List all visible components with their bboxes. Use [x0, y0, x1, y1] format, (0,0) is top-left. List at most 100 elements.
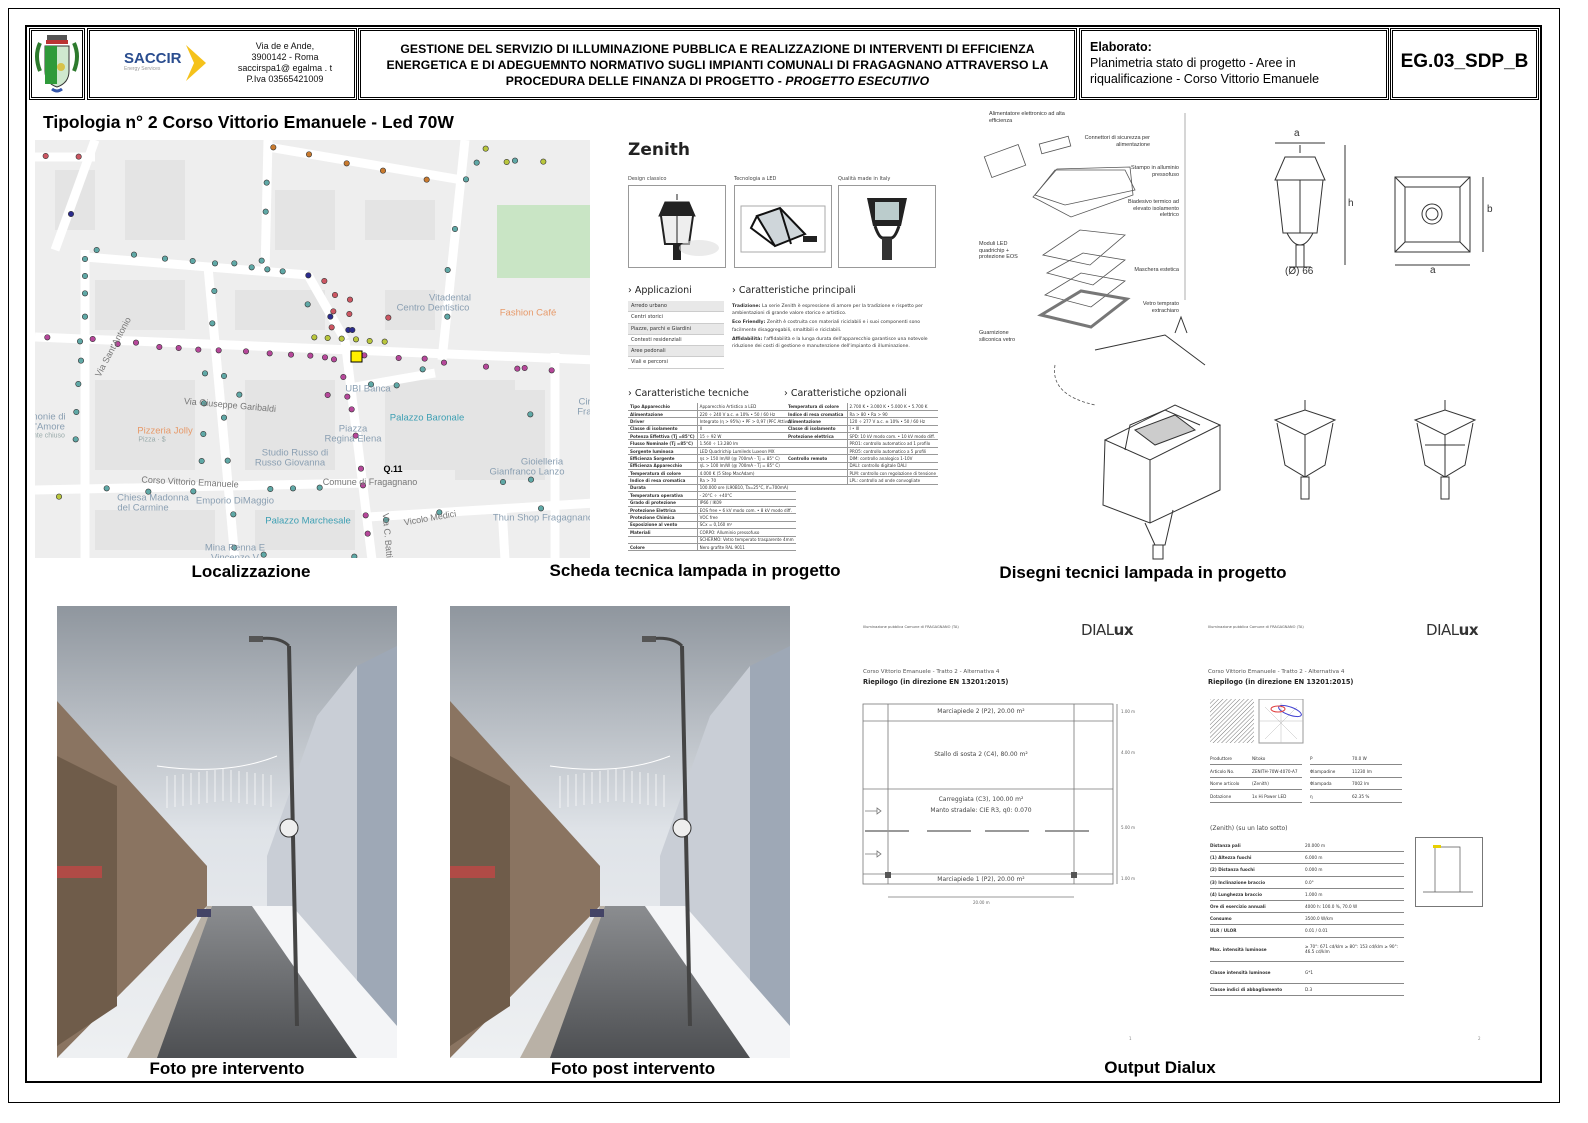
light-point-marker-teal[interactable] — [212, 260, 219, 267]
light-point-marker-teal[interactable] — [231, 260, 238, 267]
light-point-marker-teal[interactable] — [304, 301, 311, 308]
light-point-marker-magenta[interactable] — [514, 365, 521, 372]
light-point-marker-teal[interactable] — [189, 258, 196, 265]
light-point-marker-magenta[interactable] — [266, 350, 273, 357]
light-point-marker-magenta[interactable] — [357, 465, 364, 472]
light-point-marker-teal[interactable] — [231, 544, 238, 551]
light-point-marker-teal[interactable] — [263, 179, 270, 186]
light-point-marker-teal[interactable] — [527, 411, 534, 418]
light-point-marker-teal[interactable] — [76, 338, 83, 345]
light-point-marker-teal[interactable] — [198, 457, 205, 464]
light-point-marker-teal[interactable] — [77, 357, 84, 364]
light-point-marker-teal[interactable] — [382, 516, 389, 523]
light-point-marker-magenta[interactable] — [548, 367, 555, 374]
light-point-marker-magenta[interactable] — [421, 355, 428, 362]
light-point-marker-magenta[interactable] — [359, 482, 366, 489]
light-point-marker-teal[interactable] — [221, 414, 228, 421]
light-point-marker-teal[interactable] — [190, 488, 197, 495]
light-point-marker-teal[interactable] — [81, 290, 88, 297]
light-point-marker-red[interactable] — [346, 296, 353, 303]
light-point-marker-teal[interactable] — [393, 382, 400, 389]
light-point-marker-magenta[interactable] — [395, 355, 402, 362]
light-point-marker-teal[interactable] — [436, 509, 443, 516]
light-point-marker-orange[interactable] — [343, 160, 350, 167]
light-point-marker-teal[interactable] — [75, 381, 82, 388]
light-point-marker-teal[interactable] — [367, 381, 374, 388]
light-point-marker-teal[interactable] — [316, 484, 323, 491]
light-point-marker-teal[interactable] — [444, 267, 451, 274]
light-point-marker-teal[interactable] — [351, 553, 358, 558]
light-point-marker-teal[interactable] — [230, 511, 237, 518]
light-point-marker-teal[interactable] — [462, 176, 469, 183]
light-point-marker-teal[interactable] — [93, 247, 100, 254]
light-point-marker-magenta[interactable] — [156, 344, 163, 351]
light-point-marker-navy[interactable] — [349, 327, 356, 334]
light-point-marker-red[interactable] — [75, 153, 82, 160]
light-point-marker-teal[interactable] — [211, 288, 218, 295]
light-point-marker-magenta[interactable] — [44, 334, 51, 341]
light-point-marker-magenta[interactable] — [440, 359, 447, 366]
light-point-marker-navy[interactable] — [305, 272, 312, 279]
light-point-marker-teal[interactable] — [537, 505, 544, 512]
light-point-marker-magenta[interactable] — [195, 346, 202, 353]
light-point-marker-magenta[interactable] — [288, 351, 295, 358]
light-point-marker-teal[interactable] — [145, 488, 152, 495]
light-point-marker-lime[interactable] — [503, 158, 510, 165]
light-point-marker-orange[interactable] — [423, 176, 430, 183]
light-point-marker-lime[interactable] — [381, 338, 388, 345]
light-point-marker-teal[interactable] — [444, 313, 451, 320]
light-point-marker-magenta[interactable] — [352, 432, 359, 439]
light-point-marker-red[interactable] — [321, 278, 328, 285]
light-point-marker-magenta[interactable] — [324, 392, 331, 399]
light-point-marker-magenta[interactable] — [243, 348, 250, 355]
light-point-marker-red[interactable] — [331, 292, 338, 299]
light-point-marker-teal[interactable] — [419, 366, 426, 373]
light-point-marker-teal[interactable] — [290, 485, 297, 492]
light-point-marker-red[interactable] — [330, 308, 337, 315]
light-point-marker-magenta[interactable] — [133, 339, 140, 346]
light-point-marker-lime[interactable] — [352, 336, 359, 343]
light-point-marker-teal[interactable] — [73, 408, 80, 415]
light-point-marker-teal[interactable] — [201, 400, 208, 407]
light-point-marker-teal[interactable] — [209, 320, 216, 327]
light-point-marker-lime[interactable] — [324, 335, 331, 342]
light-point-marker-teal[interactable] — [202, 370, 209, 377]
light-point-marker-orange[interactable] — [305, 151, 312, 158]
light-point-marker-teal[interactable] — [473, 159, 480, 166]
light-point-marker-teal[interactable] — [511, 157, 518, 164]
light-point-marker-teal[interactable] — [221, 373, 228, 380]
light-point-marker-magenta[interactable] — [321, 354, 328, 361]
light-point-marker-teal[interactable] — [499, 478, 506, 485]
light-point-marker-teal[interactable] — [248, 264, 255, 271]
light-point-marker-orange[interactable] — [379, 167, 386, 174]
light-point-marker-teal[interactable] — [527, 476, 534, 483]
light-point-marker-teal[interactable] — [260, 551, 267, 558]
light-point-marker-lime[interactable] — [338, 335, 345, 342]
light-point-marker-magenta[interactable] — [482, 363, 489, 370]
light-point-marker-red[interactable] — [328, 324, 335, 331]
light-point-marker-teal[interactable] — [81, 256, 88, 263]
light-point-marker-magenta[interactable] — [330, 356, 337, 363]
light-point-marker-teal[interactable] — [451, 226, 458, 233]
light-point-marker-teal[interactable] — [224, 457, 231, 464]
light-point-marker-teal[interactable] — [81, 313, 88, 320]
light-point-marker-teal[interactable] — [267, 485, 274, 492]
light-point-marker-teal[interactable] — [236, 391, 243, 398]
light-point-marker-teal[interactable] — [103, 485, 110, 492]
selected-point-marker[interactable] — [350, 350, 363, 363]
light-point-marker-magenta[interactable] — [307, 352, 314, 359]
light-point-marker-navy[interactable] — [67, 211, 74, 218]
light-point-marker-teal[interactable] — [264, 266, 271, 273]
light-point-marker-magenta[interactable] — [114, 341, 121, 348]
light-point-marker-magenta[interactable] — [364, 530, 371, 537]
light-point-marker-teal[interactable] — [279, 268, 286, 275]
light-point-marker-lime[interactable] — [55, 493, 62, 500]
light-point-marker-magenta[interactable] — [89, 336, 96, 343]
light-point-marker-lime[interactable] — [311, 334, 318, 341]
light-point-marker-teal[interactable] — [162, 255, 169, 262]
light-point-marker-teal[interactable] — [200, 430, 207, 437]
light-point-marker-magenta[interactable] — [521, 365, 528, 372]
light-point-marker-teal[interactable] — [81, 273, 88, 280]
light-point-marker-teal[interactable] — [258, 257, 265, 264]
light-point-marker-lime[interactable] — [482, 145, 489, 152]
